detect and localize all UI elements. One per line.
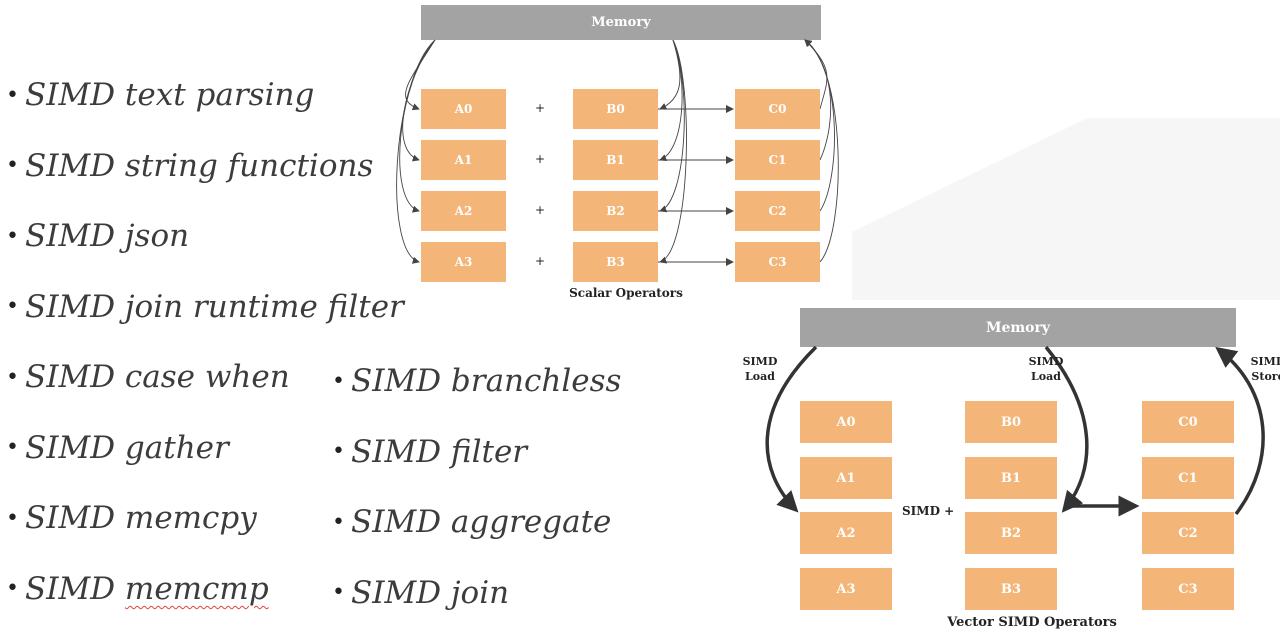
bullet-item: •SIMD string functions xyxy=(6,131,404,202)
data-cell: C1 xyxy=(735,140,820,180)
bullet-item: •SIMD join runtime filter xyxy=(6,272,404,343)
bullet-text: SIMD memcpy xyxy=(24,500,257,537)
simd-load-arrow-left xyxy=(765,345,818,513)
bullet-item: •SIMD memcpy xyxy=(6,483,404,554)
label-line: SIMD xyxy=(1028,355,1064,368)
bullet-list-right: •SIMD branchless •SIMD filter •SIMD aggr… xyxy=(332,346,621,628)
data-cell: B3 xyxy=(965,568,1057,610)
data-cell: C3 xyxy=(735,242,820,282)
bullet-dot-icon: • xyxy=(6,294,19,320)
data-cell: A2 xyxy=(421,191,506,231)
data-cell: A0 xyxy=(800,401,892,443)
label-line: Load xyxy=(1031,370,1061,383)
scalar-operators-diagram: Memory A0 B0 C0 + A1 B1 C1 + A2 B2 C2 + A3 B3 C3 + Scal… xyxy=(380,0,850,300)
data-cell: A3 xyxy=(421,242,506,282)
data-cell: B1 xyxy=(573,140,658,180)
bullet-text: SIMD branchless xyxy=(350,363,622,400)
data-cell: C1 xyxy=(1142,457,1234,499)
bullet-text: SIMD join xyxy=(350,574,510,611)
bullet-item: •SIMD aggregate xyxy=(332,487,621,558)
bullet-item: •SIMD gather xyxy=(6,413,404,484)
simd-load-arrow-mid xyxy=(1044,345,1089,513)
bullet-text: SIMD json xyxy=(24,218,190,255)
bullet-dot-icon: • xyxy=(332,439,345,465)
diagram-caption: Scalar Operators xyxy=(569,286,683,300)
bullet-item: •SIMD json xyxy=(6,201,404,272)
data-cell: B1 xyxy=(965,457,1057,499)
data-cell: B3 xyxy=(573,242,658,282)
data-cell: A3 xyxy=(800,568,892,610)
bullet-dot-icon: • xyxy=(6,153,19,179)
bullet-text: SIMD memcmp xyxy=(24,570,269,607)
plus-operator: + xyxy=(535,203,546,217)
data-cell: B0 xyxy=(965,401,1057,443)
data-cell: A0 xyxy=(421,89,506,129)
memory-bar: Memory xyxy=(800,308,1236,347)
data-cell: C0 xyxy=(735,89,820,129)
bullet-text: SIMD aggregate xyxy=(350,504,612,541)
bullet-dot-icon: • xyxy=(6,223,19,249)
data-cell: C2 xyxy=(1142,512,1234,554)
bullet-item: •SIMD case when xyxy=(6,342,404,413)
bullet-text: SIMD gather xyxy=(24,429,229,466)
bullet-list-left: •SIMD text parsing •SIMD string function… xyxy=(6,60,404,624)
scalar-arrows xyxy=(396,39,839,266)
arrow-c-to-memory xyxy=(804,39,839,263)
label-line: Store xyxy=(1251,370,1280,383)
bullet-item: •SIMD join xyxy=(332,558,621,629)
data-cell: B2 xyxy=(573,191,658,231)
data-cell: A1 xyxy=(421,140,506,180)
data-cell: B0 xyxy=(573,89,658,129)
plus-operator: + xyxy=(535,101,546,115)
bullet-dot-icon: • xyxy=(6,82,19,108)
bullet-item: •SIMD text parsing xyxy=(6,60,404,131)
bullet-dot-icon: • xyxy=(6,505,19,531)
spellcheck-underline: memcmp xyxy=(124,570,269,607)
bullet-text: SIMD text parsing xyxy=(24,77,315,114)
bullet-text: SIMD filter xyxy=(350,433,528,470)
label-line: SIMD xyxy=(1250,355,1280,368)
bullet-dot-icon: • xyxy=(6,364,19,390)
label-line: SIMD xyxy=(742,355,778,368)
bullet-dot-icon: • xyxy=(332,509,345,535)
data-cell: C0 xyxy=(1142,401,1234,443)
arrow-memory-to-a xyxy=(405,39,436,111)
bullet-text: SIMD join runtime filter xyxy=(24,288,404,325)
data-cell: A1 xyxy=(800,457,892,499)
bullet-dot-icon: • xyxy=(6,435,19,461)
bullet-dot-icon: • xyxy=(6,576,19,602)
simd-load-label-left: SIMD Load xyxy=(740,354,780,384)
bullet-dot-icon: • xyxy=(332,580,345,606)
background-shape xyxy=(852,118,1280,308)
plus-operator: + xyxy=(535,152,546,166)
simd-plus-operator: SIMD + xyxy=(902,504,955,518)
data-cell: B2 xyxy=(965,512,1057,554)
bullet-item: •SIMD memcmp xyxy=(6,554,404,625)
arrow-memory-to-a xyxy=(399,39,436,213)
simd-store-label: SIMD Store xyxy=(1248,354,1280,384)
label-line: Load xyxy=(745,370,775,383)
arrow-memory-to-a xyxy=(396,39,436,264)
diagram-caption: Vector SIMD Operators xyxy=(947,615,1117,630)
arrow-memory-to-b xyxy=(659,39,685,213)
arrow-memory-to-b xyxy=(659,39,687,264)
bullet-text: SIMD string functions xyxy=(24,147,374,184)
bullet-dot-icon: • xyxy=(332,368,345,394)
arrow-memory-to-b xyxy=(659,39,683,161)
data-cell: C2 xyxy=(735,191,820,231)
bullet-text: SIMD case when xyxy=(24,359,290,396)
plus-operator: + xyxy=(535,254,546,268)
memory-bar: Memory xyxy=(421,5,821,40)
bullet-item: •SIMD branchless xyxy=(332,346,621,417)
vector-arrows xyxy=(765,345,1265,517)
simd-load-label-mid: SIMD Load xyxy=(1026,354,1066,384)
data-cell: A2 xyxy=(800,512,892,554)
simd-store-arrow xyxy=(1215,346,1265,516)
data-cell: C3 xyxy=(1142,568,1234,610)
bullet-item: •SIMD filter xyxy=(332,417,621,488)
